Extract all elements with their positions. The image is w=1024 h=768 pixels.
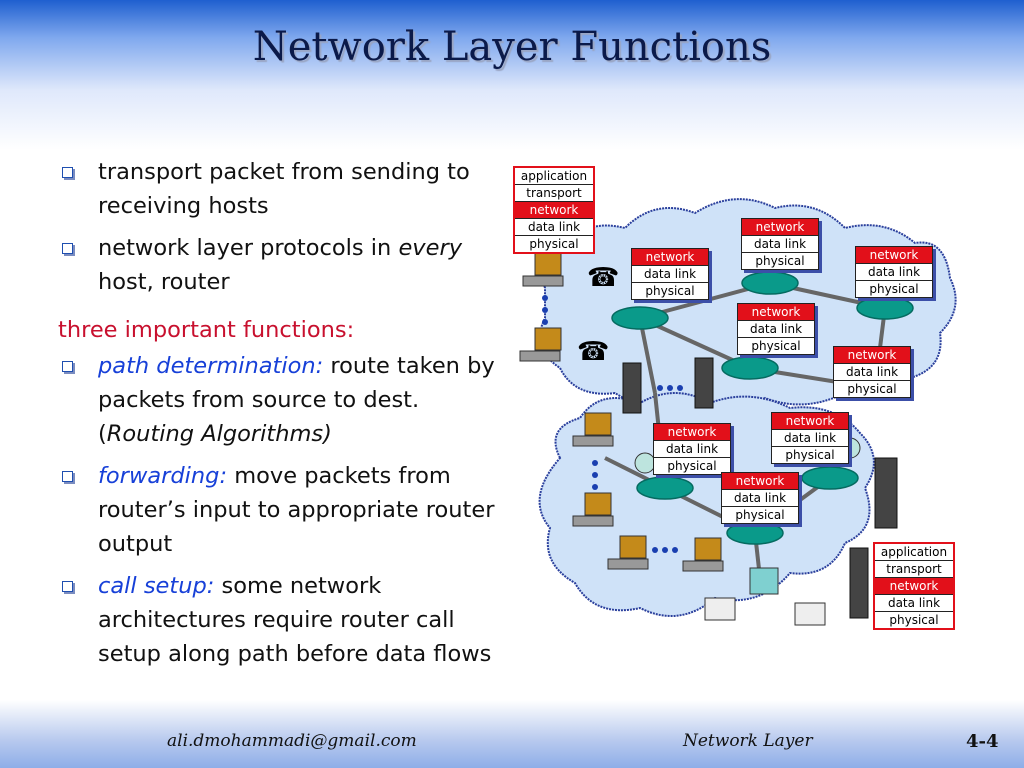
stack-layer-network: network <box>654 424 730 441</box>
function-desc: some network architectures require route… <box>98 573 492 667</box>
stack-layer: data link <box>834 364 910 381</box>
bullet-item: transport packet from sending to receivi… <box>60 155 500 223</box>
host-protocol-stack: application transport network data link … <box>873 542 955 630</box>
stack-layer: data link <box>856 264 932 281</box>
function-desc-emphasis: Routing Algorithms) <box>106 421 332 447</box>
router-icon <box>801 466 859 490</box>
footer-background <box>0 700 1024 768</box>
stack-layer-network: network <box>856 247 932 264</box>
router-protocol-stack: network data link physical <box>631 248 709 300</box>
stack-layer-network: network <box>738 304 814 321</box>
bullet-emphasis: every <box>398 235 463 261</box>
stack-layer-network: network <box>632 249 708 266</box>
server-icon <box>849 547 869 619</box>
router-icon <box>726 521 784 545</box>
telephone-icon: ☎ <box>587 263 619 293</box>
stack-layer: physical <box>735 508 785 522</box>
stack-layer: data link <box>772 430 848 447</box>
square-bullet-icon <box>62 243 73 254</box>
stack-layer-network: network <box>875 578 953 595</box>
router-icon <box>611 306 669 330</box>
router-icon <box>636 476 694 500</box>
function-item: call setup: some network architectures r… <box>60 569 500 671</box>
function-term: forwarding: <box>98 463 228 489</box>
base-station-icon <box>749 567 779 595</box>
bullet-item: network layer protocols in every host, r… <box>60 231 500 299</box>
router-protocol-stack: network data link physical <box>721 472 799 524</box>
stack-layer: data link <box>738 321 814 338</box>
stack-layer: transport <box>515 185 593 202</box>
telephone-icon: ☎ <box>577 337 609 367</box>
stack-layer: physical <box>889 613 939 627</box>
function-item: path determination: route taken by packe… <box>60 349 500 451</box>
stack-layer: physical <box>785 448 835 462</box>
slide-title: Network Layer Functions <box>252 24 772 70</box>
server-icon <box>622 362 642 414</box>
bullet-list: transport packet from sending to receivi… <box>58 155 500 671</box>
router-protocol-stack: network data link physical <box>855 246 933 298</box>
stack-layer-network: network <box>772 413 848 430</box>
pc-icon <box>534 327 562 351</box>
stack-layer-network: network <box>742 219 818 236</box>
stack-layer: data link <box>875 595 953 612</box>
square-bullet-icon <box>62 471 73 482</box>
stack-layer: physical <box>755 254 805 268</box>
functions-heading: three important functions: <box>58 317 355 343</box>
pc-icon <box>619 535 647 559</box>
network-diagram: ☎ ☎ application transport network data l… <box>505 158 1020 648</box>
stack-layer: physical <box>529 237 579 251</box>
stack-layer-network: network <box>515 202 593 219</box>
router-protocol-stack: network data link physical <box>737 303 815 355</box>
stack-layer: physical <box>869 282 919 296</box>
stack-layer: application <box>875 544 953 561</box>
pc-icon <box>534 252 562 276</box>
router-icon <box>741 271 799 295</box>
stack-layer: physical <box>667 459 717 473</box>
pc-icon <box>694 537 722 561</box>
stack-layer: data link <box>742 236 818 253</box>
bullet-text: network layer protocols in <box>98 235 399 261</box>
footer-email: ali.dmohammadi@gmail.com <box>167 731 417 751</box>
stack-layer: physical <box>645 284 695 298</box>
stack-layer: data link <box>654 441 730 458</box>
bullet-text: transport packet from sending to receivi… <box>98 159 470 219</box>
bullet-text: host, router <box>98 269 230 295</box>
stack-layer: physical <box>751 339 801 353</box>
square-bullet-icon <box>62 167 73 178</box>
function-term: path determination: <box>98 353 324 379</box>
laptop-icon <box>704 597 736 621</box>
router-protocol-stack: network data link physical <box>771 412 849 464</box>
router-icon <box>721 356 779 380</box>
pc-icon <box>584 412 612 436</box>
title-background <box>0 0 1024 150</box>
router-protocol-stack: network data link physical <box>741 218 819 270</box>
stack-layer: application <box>515 168 593 185</box>
stack-layer-network: network <box>722 473 798 490</box>
stack-layer: data link <box>722 490 798 507</box>
laptop-icon <box>794 602 826 626</box>
square-bullet-icon <box>62 581 73 592</box>
stack-layer: physical <box>847 382 897 396</box>
function-term: call setup: <box>98 573 215 599</box>
host-protocol-stack: application transport network data link … <box>513 166 595 254</box>
router-icon <box>856 296 914 320</box>
router-protocol-stack: network data link physical <box>653 423 731 475</box>
server-icon <box>694 357 714 409</box>
function-desc: route taken by packets from source to de… <box>98 353 495 447</box>
footer-chapter: Network Layer <box>683 731 813 751</box>
footer-page-number: 4-4 <box>966 731 999 752</box>
stack-layer: data link <box>515 219 593 236</box>
stack-layer-network: network <box>834 347 910 364</box>
server-icon <box>874 457 898 529</box>
stack-layer: data link <box>632 266 708 283</box>
router-protocol-stack: network data link physical <box>833 346 911 398</box>
stack-layer: transport <box>875 561 953 578</box>
function-desc: move packets from router’s input to appr… <box>98 463 495 557</box>
function-item: forwarding: move packets from router’s i… <box>60 459 500 561</box>
pc-icon <box>584 492 612 516</box>
square-bullet-icon <box>62 361 73 372</box>
satellite-dish-icon <box>634 452 656 474</box>
